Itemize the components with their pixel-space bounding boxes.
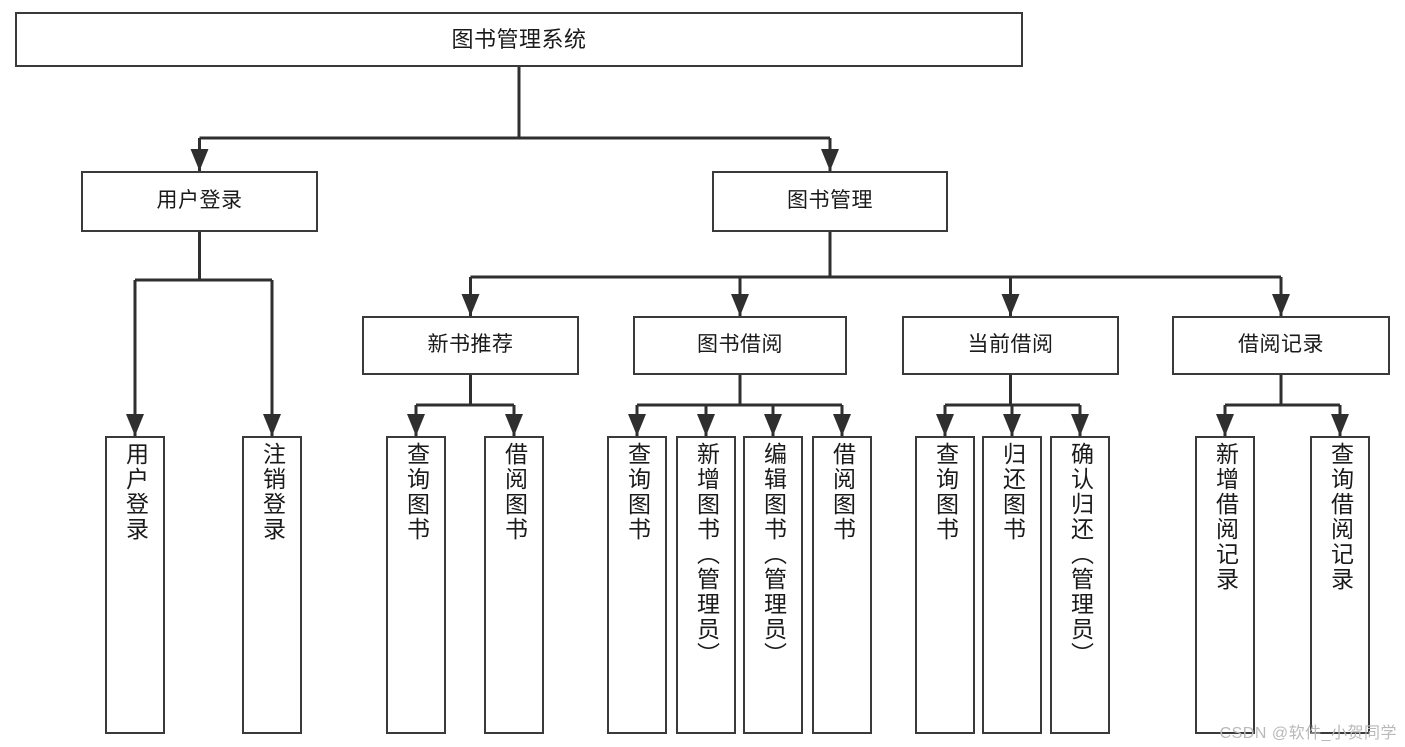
arrowhead-icon [1216,414,1234,436]
node-book-manage[interactable]: 图书管理 [712,171,948,232]
arrowhead-icon [1331,414,1349,436]
node-label-current-borrow: 当前借阅 [967,333,1054,357]
node-root[interactable]: 图书管理系统 [15,12,1023,67]
node-label-root: 图书管理系统 [451,26,587,52]
node-label-borrow-record: 借阅记录 [1238,333,1324,357]
node-leaf-borrow-book-2[interactable]: 借阅图书 [812,436,872,734]
arrowhead-icon [461,294,480,316]
arrowhead-icon [1001,294,1020,316]
arrowhead-icon [764,414,782,436]
node-label-leaf-add-book: 新增图书（管理员） [693,442,720,667]
node-label-leaf-edit-book: 编辑图书（管理员） [760,442,787,667]
node-label-leaf-user-login: 用户登录 [122,442,149,542]
arrowhead-icon [1272,294,1290,316]
node-label-new-book-rec: 新书推荐 [427,333,514,357]
node-label-leaf-query-record: 查询借阅记录 [1327,442,1354,592]
arrowhead-icon [407,414,425,436]
node-leaf-query-book-1[interactable]: 查询图书 [386,436,446,734]
node-label-leaf-query-book-3: 查询图书 [932,442,959,542]
node-leaf-query-record[interactable]: 查询借阅记录 [1310,436,1370,734]
node-current-borrow[interactable]: 当前借阅 [902,316,1119,375]
node-leaf-edit-book[interactable]: 编辑图书（管理员） [743,436,803,734]
node-leaf-return-book[interactable]: 归还图书 [982,436,1042,734]
arrowhead-icon [936,414,954,436]
node-label-book-manage: 图书管理 [787,189,873,213]
arrowhead-icon [697,414,715,436]
arrowhead-icon [1003,414,1021,436]
arrowhead-icon [731,294,749,316]
arrowhead-icon [821,149,839,171]
node-leaf-user-login[interactable]: 用户登录 [105,436,165,734]
arrowhead-icon [505,414,523,436]
node-leaf-user-logout[interactable]: 注销登录 [242,436,302,734]
node-label-leaf-borrow-book-1: 借阅图书 [501,442,528,542]
node-label-leaf-add-record: 新增借阅记录 [1212,442,1239,592]
node-label-leaf-return-book: 归还图书 [999,442,1026,542]
node-label-leaf-borrow-book-2: 借阅图书 [829,442,856,542]
node-label-book-borrow: 图书借阅 [697,333,783,357]
arrowhead-icon [628,414,646,436]
arrowhead-icon [263,414,281,436]
node-leaf-add-record[interactable]: 新增借阅记录 [1195,436,1255,734]
arrowhead-icon [1071,414,1089,436]
arrowhead-icon [190,149,209,171]
node-user-login[interactable]: 用户登录 [81,171,318,232]
node-leaf-borrow-book-1[interactable]: 借阅图书 [484,436,544,734]
csdn-watermark: CSDN @软件_小贺同学 [1219,725,1397,742]
node-label-user-login: 用户登录 [156,189,243,213]
arrowhead-icon [833,414,851,436]
node-label-leaf-user-logout: 注销登录 [259,442,286,542]
node-label-leaf-query-book-1: 查询图书 [403,442,430,542]
node-leaf-query-book-3[interactable]: 查询图书 [915,436,975,734]
node-leaf-add-book[interactable]: 新增图书（管理员） [676,436,736,734]
node-label-leaf-confirm-return: 确认归还（管理员） [1067,442,1094,667]
node-leaf-confirm-return[interactable]: 确认归还（管理员） [1050,436,1110,734]
node-label-leaf-query-book-2: 查询图书 [624,442,651,542]
node-new-book-rec[interactable]: 新书推荐 [362,316,579,375]
node-leaf-query-book-2[interactable]: 查询图书 [607,436,667,734]
node-borrow-record[interactable]: 借阅记录 [1172,316,1390,375]
node-book-borrow[interactable]: 图书借阅 [633,316,847,375]
arrowhead-icon [126,414,144,436]
